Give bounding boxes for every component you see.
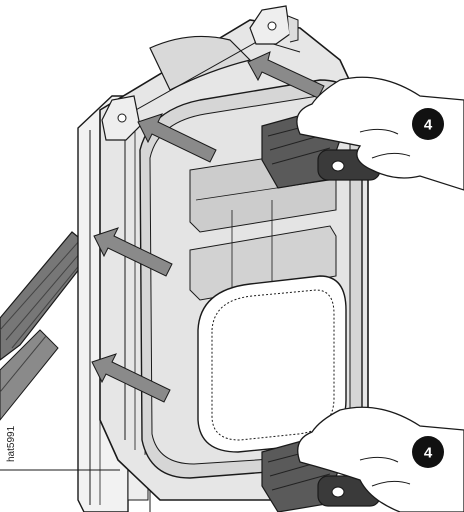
step-callout-bottom: 4 bbox=[412, 436, 444, 468]
direction-arrow-middle-left bbox=[93, 227, 173, 277]
step-callout-top-label: 4 bbox=[424, 117, 433, 134]
figure-id-label: hat5991 bbox=[6, 425, 17, 462]
direction-arrow-top bbox=[247, 51, 325, 99]
door-opening bbox=[197, 275, 347, 453]
step-callout-bottom-label: 4 bbox=[424, 445, 433, 462]
top-hinge-right bbox=[249, 5, 299, 45]
step-callout-top: 4 bbox=[412, 108, 444, 140]
direction-arrow-upper-left bbox=[137, 113, 217, 163]
lower-hand bbox=[297, 406, 464, 512]
direction-arrow-lower-left bbox=[91, 353, 171, 403]
upper-hand bbox=[296, 76, 464, 191]
